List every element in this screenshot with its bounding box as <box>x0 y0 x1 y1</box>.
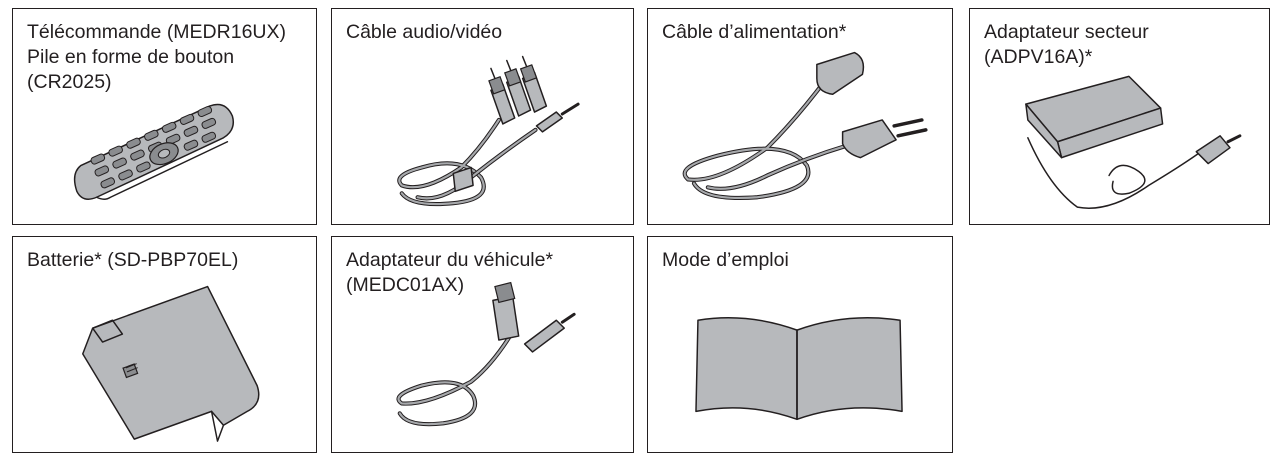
av-cable-icon <box>397 55 580 207</box>
accessory-card-av-cable: Câble audio/vidéo <box>331 8 634 225</box>
accessory-label: Batterie* (SD-PBP70EL) <box>27 249 239 271</box>
accessory-card-manual: Mode d’emploi <box>647 236 953 453</box>
ac-adapter-icon <box>1025 75 1242 209</box>
accessory-label: Câble audio/vidéo <box>346 21 503 43</box>
accessory-card-remote: Télécommande (MEDR16UX) Pile en forme de… <box>12 8 317 225</box>
battery-icon <box>82 285 260 442</box>
accessory-label: Mode d’emploi <box>662 249 789 271</box>
accessory-card-ac-adapter: Adaptateur secteur (ADPV16A)* <box>969 8 1270 225</box>
accessory-label: Adaptateur du véhicule* (MEDC01AX) <box>346 249 554 296</box>
car-adapter-icon <box>396 281 576 427</box>
accessory-label: Câble d’alimentation* <box>662 21 847 43</box>
manual-icon <box>695 317 903 421</box>
remote-control-icon <box>73 103 235 200</box>
accessory-card-car-adapter: Adaptateur du véhicule* (MEDC01AX) <box>331 236 634 453</box>
power-cable-icon <box>682 51 928 201</box>
accessory-card-power-cable: Câble d’alimentation* <box>647 8 953 225</box>
accessory-label: Adaptateur secteur (ADPV16A)* <box>984 21 1149 68</box>
accessory-card-battery: Batterie* (SD-PBP70EL) <box>12 236 317 453</box>
accessory-label: Télécommande (MEDR16UX) Pile en forme de… <box>27 21 286 93</box>
